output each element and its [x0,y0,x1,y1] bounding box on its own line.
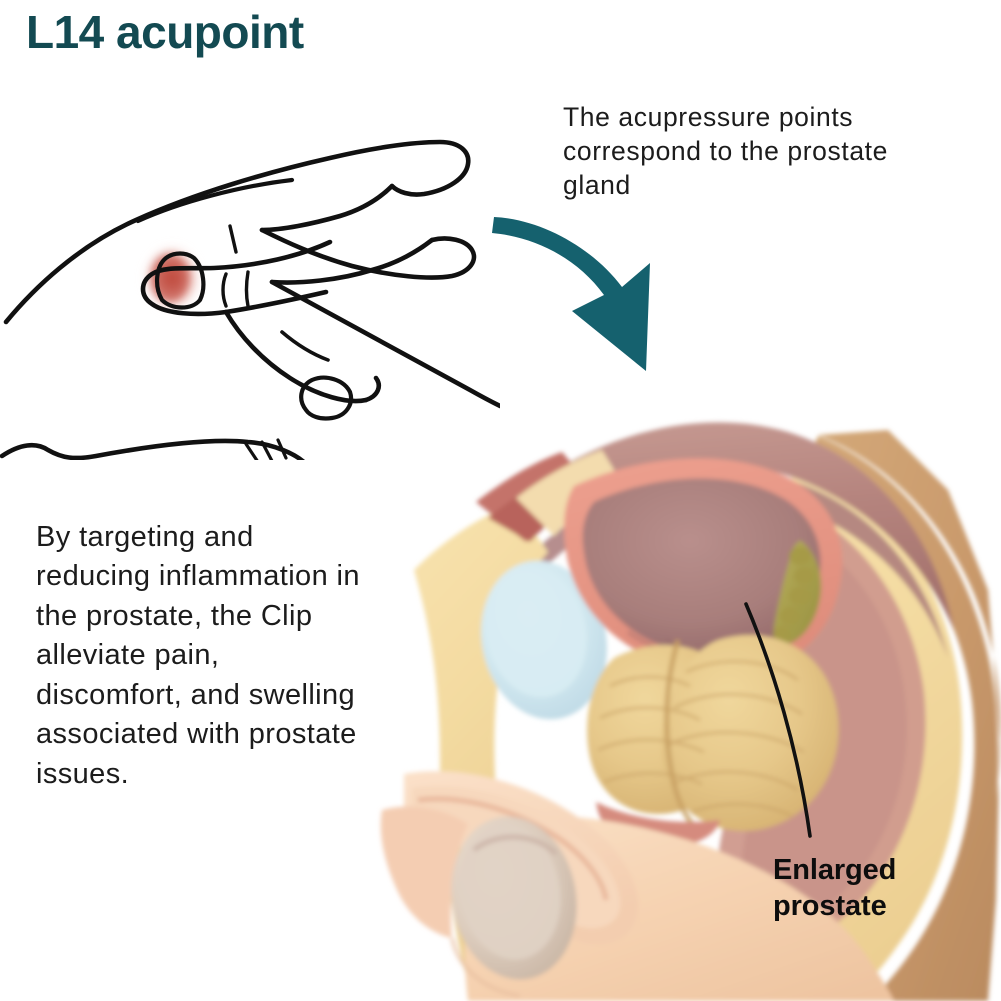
acupoint-marker [140,242,204,314]
prostate-leader-line [744,602,812,838]
testis [451,816,577,980]
seminal-vesicle [773,540,822,645]
enlarged-prostate-label: Enlarged prostate [773,854,897,922]
bladder-lumen [582,478,821,657]
enlarged-prostate [587,634,839,834]
fat-layer-anterior [414,504,548,976]
page-title: L14 acupoint [26,6,304,58]
hand-acupoint-illustration [0,139,500,460]
penis [404,771,639,945]
muscle-layer [468,422,954,630]
hand-outline [0,139,500,460]
rectus-muscle-block [476,452,594,542]
callout-acupressure-text: The acupressure points correspond to the… [563,102,888,200]
pubic-bone [481,560,607,720]
callout-benefits-text: By targeting and reducing inflammation i… [36,521,360,790]
bladder [564,458,843,674]
curved-arrow-icon [492,217,650,371]
